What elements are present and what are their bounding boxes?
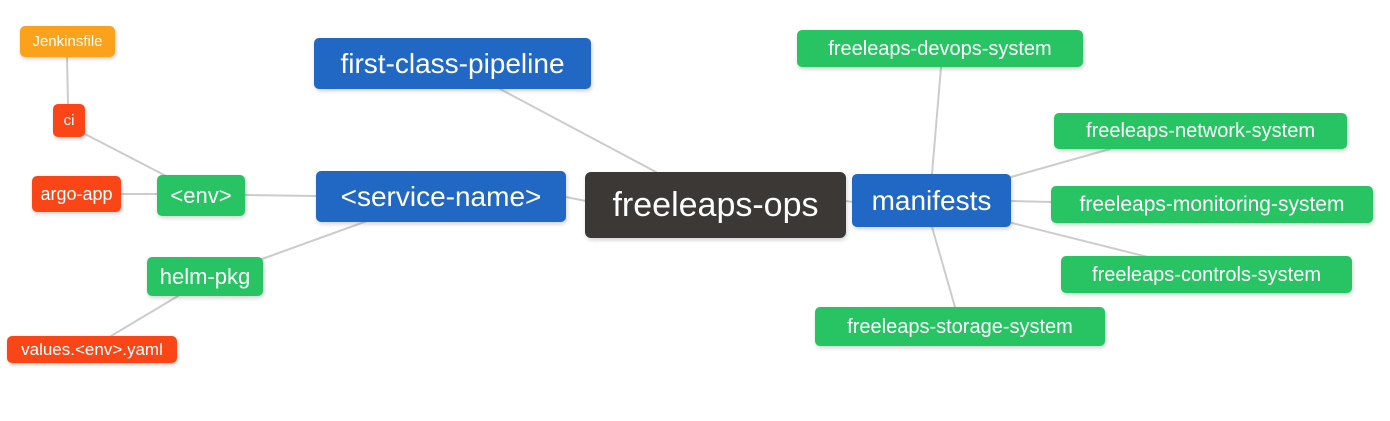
node-freeleaps-storage-system[interactable]: freeleaps-storage-system xyxy=(815,307,1105,346)
node-helm-pkg[interactable]: helm-pkg xyxy=(147,257,263,296)
node-values-env-yaml[interactable]: values.<env>.yaml xyxy=(7,336,177,363)
edge-service-name-ops xyxy=(565,196,587,202)
node-ci[interactable]: ci xyxy=(53,104,85,137)
node-env[interactable]: <env> xyxy=(157,175,245,216)
node-first-class-pipeline[interactable]: first-class-pipeline xyxy=(314,38,591,89)
node-manifests[interactable]: manifests xyxy=(852,174,1011,227)
node-jenkinsfile[interactable]: Jenkinsfile xyxy=(20,26,115,57)
edge-ci-env xyxy=(84,133,169,178)
node-freeleaps-devops-system[interactable]: freeleaps-devops-system xyxy=(797,30,1083,67)
edge-manifests-devops xyxy=(931,66,942,175)
node-freeleaps-ops[interactable]: freeleaps-ops xyxy=(585,172,846,238)
edge-helm-pkg-service-name xyxy=(261,220,368,260)
node-freeleaps-network-system[interactable]: freeleaps-network-system xyxy=(1054,113,1347,149)
edge-values-helm-pkg xyxy=(110,295,179,337)
node-freeleaps-monitoring-system[interactable]: freeleaps-monitoring-system xyxy=(1051,186,1373,223)
edge-ops-manifests xyxy=(845,200,854,203)
edge-manifests-network xyxy=(1010,148,1111,178)
edge-manifests-storage xyxy=(931,226,956,308)
node-freeleaps-controls-system[interactable]: freeleaps-controls-system xyxy=(1061,256,1352,293)
node-service-name[interactable]: <service-name> xyxy=(316,171,566,222)
node-argo-app[interactable]: argo-app xyxy=(32,176,121,212)
edge-jenkinsfile-ci xyxy=(66,56,69,105)
edge-env-service-name xyxy=(244,194,317,197)
edge-pipeline-ops xyxy=(499,88,657,173)
edge-manifests-controls xyxy=(1011,222,1149,258)
edge-manifests-monitoring xyxy=(1010,200,1052,203)
